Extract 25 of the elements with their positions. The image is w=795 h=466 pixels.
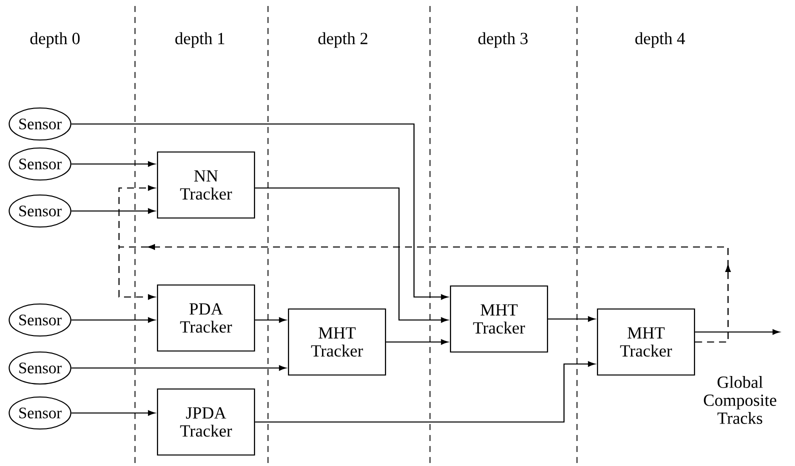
arrow (71, 123, 448, 300)
arrow (71, 317, 155, 323)
arrow (255, 187, 448, 323)
arrow (71, 161, 155, 167)
tracker-box: MHT Tracker (288, 308, 386, 376)
arrow (386, 339, 448, 345)
tracker-box: MHT Tracker (450, 285, 548, 353)
tracker-box: MHT Tracker (596, 308, 696, 376)
column-heading: depth 4 (635, 32, 685, 48)
arrow (695, 329, 780, 335)
tracker-box: PDA Tracker (156, 284, 256, 352)
arrow (71, 410, 155, 416)
arrow (255, 317, 286, 323)
column-heading: depth 0 (30, 32, 80, 48)
arrow (118, 244, 731, 343)
tracker-box: JPDA Tracker (156, 388, 256, 456)
arrow (71, 365, 286, 371)
column-heading: depth 2 (318, 32, 368, 48)
column-heading: depth 3 (478, 32, 528, 48)
arrow (71, 208, 155, 214)
arrow (255, 361, 595, 423)
arrow (548, 316, 595, 322)
column-heading: depth 1 (175, 32, 224, 48)
tracker-box: NN Tracker (156, 151, 256, 219)
output-label: Global Composite Tracks (704, 376, 776, 424)
